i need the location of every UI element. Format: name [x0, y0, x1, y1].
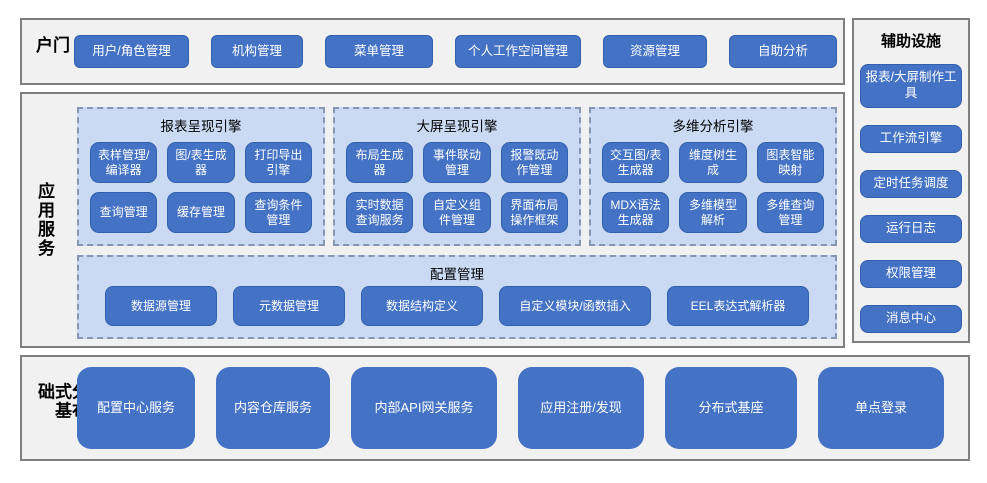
- app-services-content: 报表呈现引擎 表样管理/编译器 图/表生成器 打印导出引擎 查询管理 缓存管理 …: [77, 107, 837, 346]
- button-realtime-data-query-service[interactable]: 实时数据查询服务: [346, 192, 414, 233]
- config-mgmt-row: 数据源管理 元数据管理 数据结构定义 自定义模块/函数插入 EEL表达式解析器: [79, 283, 835, 337]
- button-content-repo-service[interactable]: 内容仓库服务: [216, 367, 330, 449]
- group-report-engine: 报表呈现引擎 表样管理/编译器 图/表生成器 打印导出引擎 查询管理 缓存管理 …: [77, 107, 325, 246]
- group-report-engine-grid: 表样管理/编译器 图/表生成器 打印导出引擎 查询管理 缓存管理 查询条件管理: [79, 135, 323, 244]
- button-scheduled-task[interactable]: 定时任务调度: [860, 170, 962, 198]
- auxiliary-section-title: 辅助设施: [880, 33, 941, 50]
- button-report-bigscreen-tool[interactable]: 报表/大屏制作工具: [860, 64, 962, 108]
- button-permission-mgmt[interactable]: 权限管理: [860, 260, 962, 288]
- auxiliary-section: 辅助设施 报表/大屏制作工具 工作流引擎 定时任务调度 运行日志 权限管理 消息…: [852, 18, 970, 343]
- button-custom-component-mgmt[interactable]: 自定义组件管理: [423, 192, 491, 233]
- button-config-center-service[interactable]: 配置中心服务: [77, 367, 195, 449]
- button-metadata-mgmt[interactable]: 元数据管理: [233, 286, 345, 326]
- group-bigscreen-engine-grid: 布局生成器 事件联动管理 报警既动作管理 实时数据查询服务 自定义组件管理 界面…: [335, 135, 579, 244]
- button-custom-module-function-insert[interactable]: 自定义模块/函数插入: [499, 286, 651, 326]
- auxiliary-button-column: 报表/大屏制作工具 工作流引擎 定时任务调度 运行日志 权限管理 消息中心: [854, 64, 968, 333]
- group-olap-engine: 多维分析引擎 交互图/表生成器 维度树生成 图表智能映射 MDX语法生成器 多维…: [589, 107, 837, 246]
- group-olap-engine-title: 多维分析引擎: [672, 119, 754, 134]
- distributed-button-row: 配置中心服务 内容仓库服务 内部API网关服务 应用注册/发现 分布式基座 单点…: [77, 357, 944, 459]
- portal-button-user-role-mgmt[interactable]: 用户/角色管理: [74, 35, 189, 68]
- button-mdx-syntax-generator[interactable]: MDX语法生成器: [602, 192, 670, 233]
- button-internal-api-gateway-service[interactable]: 内部API网关服务: [351, 367, 497, 449]
- portal-section: 门户 用户/角色管理 机构管理 菜单管理 个人工作空间管理 资源管理 自助分析: [20, 18, 845, 85]
- button-alarm-action-mgmt[interactable]: 报警既动作管理: [500, 142, 568, 183]
- app-services-section-label: 应用服务: [35, 182, 54, 258]
- button-workflow-engine[interactable]: 工作流引擎: [860, 125, 962, 153]
- config-mgmt-title: 配置管理: [430, 267, 484, 282]
- portal-button-resource-mgmt[interactable]: 资源管理: [603, 35, 707, 68]
- button-multidim-query-mgmt[interactable]: 多维查询管理: [756, 192, 824, 233]
- button-report-style-mgmt-compiler[interactable]: 表样管理/编译器: [90, 142, 158, 183]
- button-query-condition-mgmt[interactable]: 查询条件管理: [244, 192, 312, 233]
- button-message-center[interactable]: 消息中心: [860, 305, 962, 333]
- portal-button-menu-mgmt[interactable]: 菜单管理: [325, 35, 433, 68]
- button-interactive-chart-generator[interactable]: 交互图/表生成器: [602, 142, 670, 183]
- button-running-log[interactable]: 运行日志: [860, 215, 962, 243]
- button-cache-mgmt[interactable]: 缓存管理: [167, 192, 235, 233]
- button-query-mgmt[interactable]: 查询管理: [90, 192, 158, 233]
- button-print-export-engine[interactable]: 打印导出引擎: [244, 142, 312, 183]
- button-ui-layout-framework[interactable]: 界面布局操作框架: [500, 192, 568, 233]
- portal-button-row: 用户/角色管理 机构管理 菜单管理 个人工作空间管理 资源管理 自助分析: [74, 20, 837, 83]
- group-report-engine-title: 报表呈现引擎: [160, 119, 242, 134]
- button-datasource-mgmt[interactable]: 数据源管理: [105, 286, 217, 326]
- portal-section-label: 门户: [33, 35, 69, 55]
- button-app-register-discovery[interactable]: 应用注册/发现: [518, 367, 644, 449]
- group-bigscreen-engine-title: 大屏呈现引擎: [416, 119, 498, 134]
- group-bigscreen-engine: 大屏呈现引擎 布局生成器 事件联动管理 报警既动作管理 实时数据查询服务 自定义…: [333, 107, 581, 246]
- button-chart-table-generator[interactable]: 图/表生成器: [167, 142, 235, 183]
- portal-button-self-analysis[interactable]: 自助分析: [729, 35, 837, 68]
- button-multidim-model-parsing[interactable]: 多维模型解析: [679, 192, 747, 233]
- button-dimension-tree-generation[interactable]: 维度树生成: [679, 142, 747, 183]
- portal-button-workspace-mgmt[interactable]: 个人工作空间管理: [455, 35, 581, 68]
- button-chart-smart-mapping[interactable]: 图表智能映射: [756, 142, 824, 183]
- config-mgmt-panel: 配置管理 数据源管理 元数据管理 数据结构定义 自定义模块/函数插入 EEL表达…: [77, 255, 837, 339]
- engine-group-row: 报表呈现引擎 表样管理/编译器 图/表生成器 打印导出引擎 查询管理 缓存管理 …: [77, 107, 837, 246]
- distributed-section: 分布式基础 配置中心服务 内容仓库服务 内部API网关服务 应用注册/发现 分布…: [20, 355, 970, 461]
- button-data-structure-definition[interactable]: 数据结构定义: [361, 286, 483, 326]
- portal-button-org-mgmt[interactable]: 机构管理: [211, 35, 303, 68]
- button-event-linkage-mgmt[interactable]: 事件联动管理: [423, 142, 491, 183]
- app-services-section: 应用服务 报表呈现引擎 表样管理/编译器 图/表生成器 打印导出引擎 查询管理 …: [20, 92, 845, 348]
- button-layout-generator[interactable]: 布局生成器: [346, 142, 414, 183]
- button-single-sign-on[interactable]: 单点登录: [818, 367, 944, 449]
- button-eel-expression-parser[interactable]: EEL表达式解析器: [667, 286, 809, 326]
- group-olap-engine-grid: 交互图/表生成器 维度树生成 图表智能映射 MDX语法生成器 多维模型解析 多维…: [591, 135, 835, 244]
- button-distributed-base[interactable]: 分布式基座: [665, 367, 797, 449]
